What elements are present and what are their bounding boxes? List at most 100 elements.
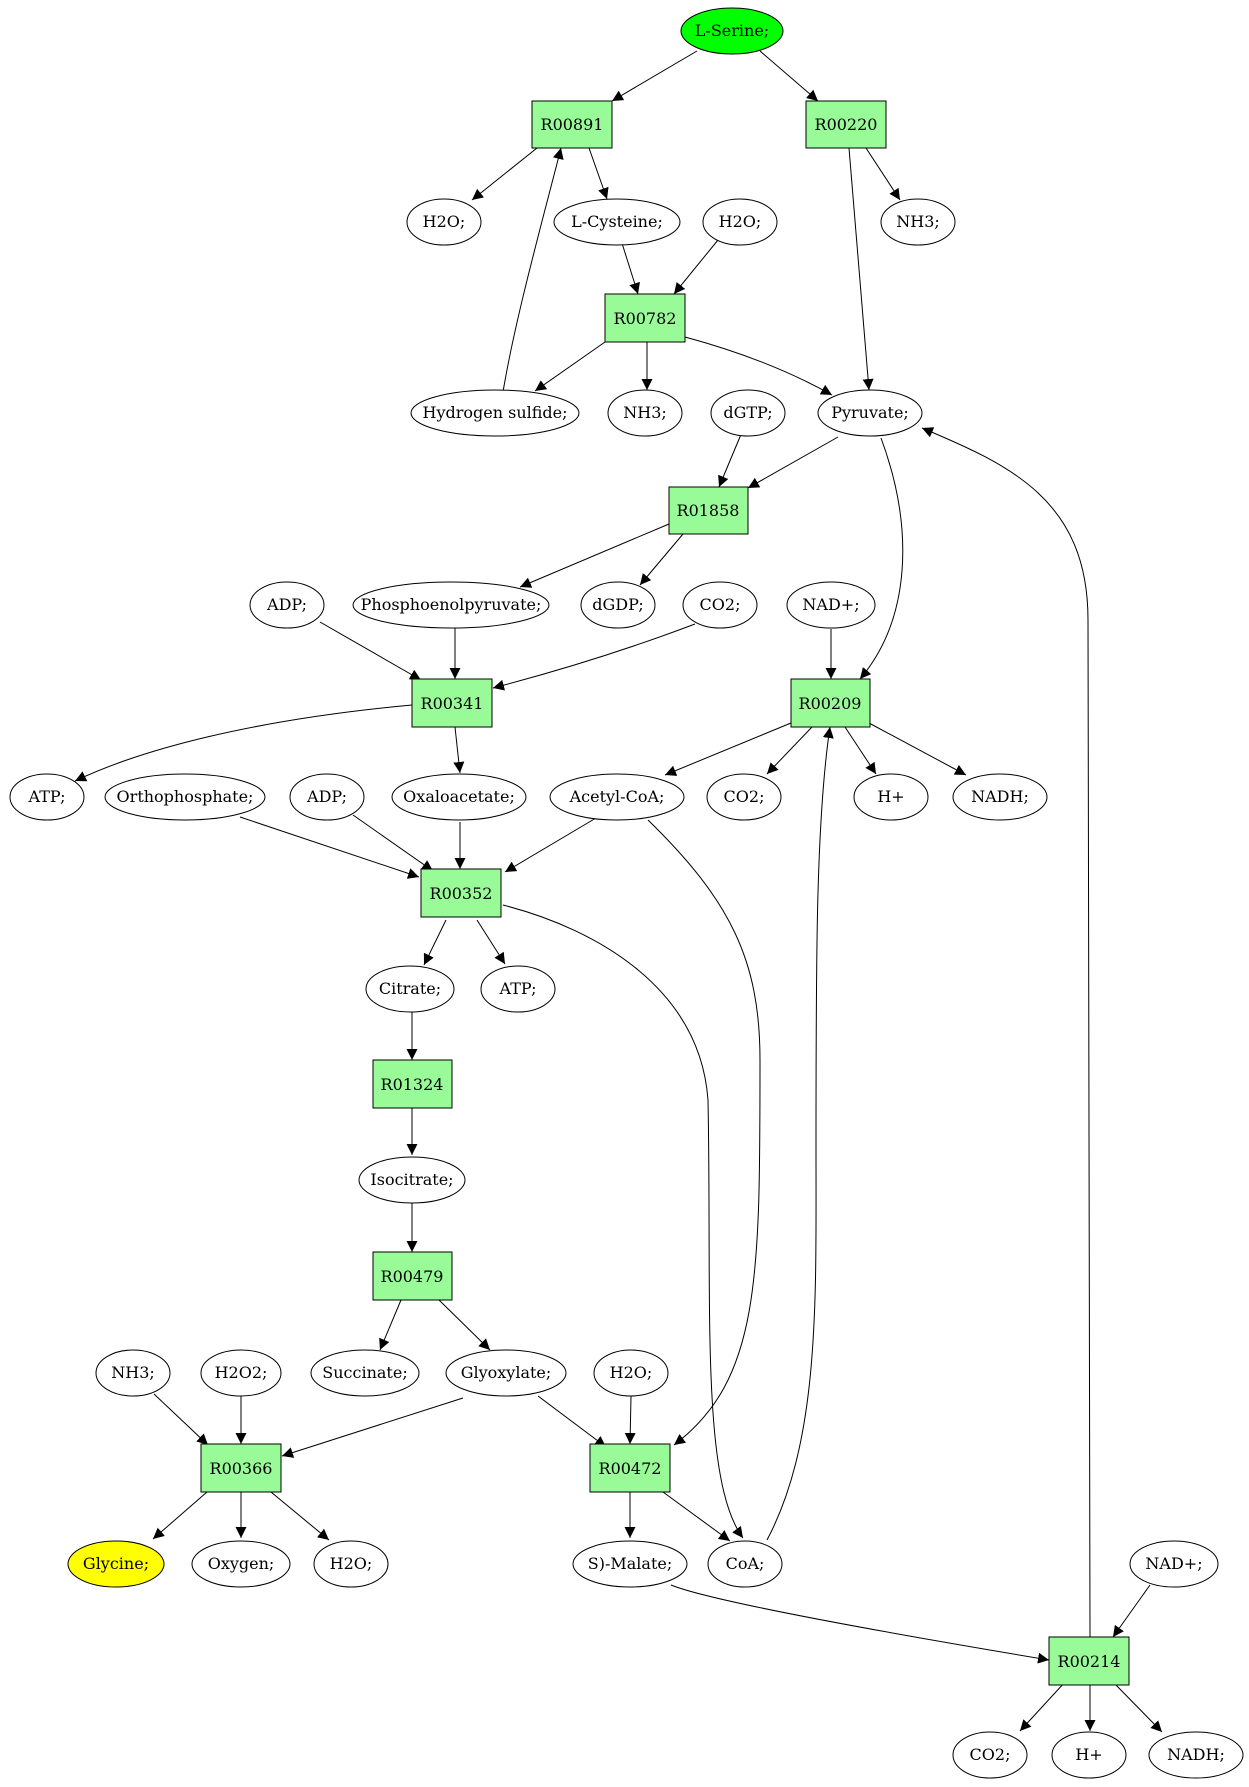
- metabolite-orthophosphate[interactable]: Orthophosphate;: [104, 773, 266, 821]
- reaction-r01858[interactable]: R01858: [668, 486, 749, 535]
- edge-orthophosphate-r00352: [239, 816, 420, 879]
- reaction-r00209[interactable]: R00209: [790, 678, 871, 728]
- metabolite-adp[interactable]: ADP;: [249, 581, 325, 629]
- metabolite-h2o[interactable]: H2O;: [593, 1349, 669, 1397]
- metabolite-label: Acetyl-CoA;: [569, 787, 665, 806]
- metabolite-dgtp[interactable]: dGTP;: [710, 389, 786, 437]
- metabolite-nh3[interactable]: NH3;: [95, 1349, 171, 1397]
- metabolite-glycine-end[interactable]: Glycine;: [67, 1540, 165, 1588]
- metabolite-cysteine[interactable]: L-Cysteine;: [553, 198, 681, 246]
- metabolite-label: CO2;: [724, 787, 765, 806]
- reaction-r00782[interactable]: R00782: [604, 293, 686, 343]
- metabolite-hydrogen-sulfide[interactable]: Hydrogen sulfide;: [410, 389, 580, 437]
- edge-r00220-pyruvate: [848, 147, 874, 391]
- reaction-r00472[interactable]: R00472: [589, 1443, 671, 1493]
- metabolite-h2o2[interactable]: H2O2;: [200, 1349, 282, 1397]
- metabolite-label: ADP;: [306, 787, 347, 806]
- edge-h2o-r00472: [624, 1395, 636, 1445]
- metabolite-label: Pyruvate;: [831, 403, 909, 422]
- metabolite-atp[interactable]: ATP;: [9, 773, 85, 821]
- edge-cysteine-r00782: [620, 239, 640, 295]
- reaction-r01324[interactable]: R01324: [372, 1059, 453, 1109]
- metabolite-h2o[interactable]: H2O;: [313, 1540, 389, 1588]
- edge-acetylcoa-r00472: [647, 819, 761, 1446]
- edge-serine-r00891: [611, 50, 698, 102]
- reaction-r00366[interactable]: R00366: [200, 1443, 282, 1493]
- metabolite-isocitrate[interactable]: Isocitrate;: [358, 1156, 466, 1204]
- metabolite-label: dGDP;: [592, 595, 643, 614]
- edge-pyruvate-r01858: [747, 436, 839, 489]
- reaction-label: R00366: [210, 1459, 273, 1478]
- metabolite-dgdp[interactable]: dGDP;: [580, 581, 656, 629]
- metabolite-label: L-Serine;: [695, 21, 769, 40]
- metabolite-hplus[interactable]: H+: [853, 773, 929, 821]
- reaction-r00220[interactable]: R00220: [805, 100, 887, 149]
- edge-r01858-dgdp: [639, 533, 684, 586]
- reaction-r00479[interactable]: R00479: [372, 1251, 453, 1301]
- metabolite-h2o[interactable]: H2O;: [702, 198, 778, 246]
- metabolite-phosphoenolpyruvate[interactable]: Phosphoenolpyruvate;: [352, 581, 550, 629]
- metabolite-nh3[interactable]: NH3;: [880, 198, 956, 246]
- edge-r00352-citrate: [423, 919, 447, 966]
- metabolite-label: ATP;: [499, 979, 537, 998]
- metabolite-coa[interactable]: CoA;: [707, 1540, 783, 1588]
- metabolite-label: H2O;: [423, 212, 466, 231]
- metabolite-label: NADH;: [1167, 1745, 1225, 1764]
- metabolite-label: Hydrogen sulfide;: [422, 403, 567, 422]
- edge-h2s-r00891: [502, 147, 564, 393]
- edge-serine-r00220: [759, 50, 819, 102]
- metabolite-h2o[interactable]: H2O;: [406, 198, 482, 246]
- metabolite-pyruvate[interactable]: Pyruvate;: [817, 389, 923, 437]
- metabolite-nad[interactable]: NAD+;: [786, 581, 876, 629]
- metabolite-succinate[interactable]: Succinate;: [310, 1349, 420, 1397]
- metabolite-label: Citrate;: [379, 979, 441, 998]
- metabolite-atp[interactable]: ATP;: [480, 965, 556, 1013]
- reaction-label: R00209: [799, 694, 862, 713]
- edge-nh3-r00366: [153, 1393, 209, 1446]
- metabolite-co2[interactable]: CO2;: [706, 773, 782, 821]
- reaction-r00352[interactable]: R00352: [420, 868, 502, 918]
- reaction-label: R00891: [541, 115, 604, 134]
- metabolite-co2[interactable]: CO2;: [952, 1731, 1028, 1779]
- metabolite-co2[interactable]: CO2;: [682, 581, 758, 629]
- metabolite-nadh[interactable]: NADH;: [952, 773, 1048, 821]
- reaction-r00341[interactable]: R00341: [411, 678, 493, 728]
- edge-r00782-h2s: [534, 341, 606, 392]
- metabolite-label: Oxaloacetate;: [403, 787, 515, 806]
- reaction-r00214[interactable]: R00214: [1048, 1636, 1130, 1686]
- metabolite-malate[interactable]: S)-Malate;: [572, 1540, 688, 1588]
- metabolite-label: ATP;: [28, 787, 66, 806]
- edge-r00891-h2o: [471, 147, 538, 201]
- reaction-label: R00214: [1058, 1652, 1121, 1671]
- metabolite-nh3[interactable]: NH3;: [607, 389, 683, 437]
- reaction-label: R01324: [381, 1075, 444, 1094]
- edge-pyruvate-r00209: [859, 437, 904, 680]
- metabolite-citrate[interactable]: Citrate;: [365, 965, 455, 1013]
- edge-r00366-glycine: [152, 1491, 208, 1540]
- edge-nad-r00214: [1112, 1584, 1151, 1638]
- metabolite-oxygen[interactable]: Oxygen;: [191, 1540, 291, 1588]
- edge-adp-r00352: [352, 814, 434, 872]
- reaction-r00891[interactable]: R00891: [531, 100, 613, 149]
- metabolite-glyoxylate[interactable]: Glyoxylate;: [445, 1349, 567, 1397]
- edge-dgtp-r01858: [718, 431, 743, 488]
- metabolite-acetyl-coa[interactable]: Acetyl-CoA;: [549, 773, 685, 821]
- edge-r00341-atp: [74, 704, 413, 782]
- metabolite-label: dGTP;: [723, 403, 772, 422]
- edge-r00214-co2: [1019, 1681, 1066, 1732]
- metabolite-nadh[interactable]: NADH;: [1148, 1731, 1244, 1779]
- metabolite-label: NAD+;: [1145, 1554, 1202, 1573]
- edge-r00209-acetylcoa: [664, 722, 792, 776]
- metabolite-label: H2O;: [719, 212, 762, 231]
- edge-r00352-atp: [476, 919, 506, 965]
- metabolite-label: S)-Malate;: [588, 1554, 672, 1573]
- metabolite-serine-start[interactable]: L-Serine;: [680, 7, 784, 55]
- edge-co2-r00341: [492, 623, 696, 691]
- edge-r00209-hplus: [844, 726, 877, 775]
- metabolite-adp[interactable]: ADP;: [289, 773, 365, 821]
- metabolite-hplus[interactable]: H+: [1051, 1731, 1127, 1779]
- metabolite-oxaloacetate[interactable]: Oxaloacetate;: [391, 773, 527, 821]
- reaction-label: R00782: [614, 309, 677, 328]
- metabolite-label: H+: [877, 787, 904, 806]
- metabolite-nad[interactable]: NAD+;: [1129, 1540, 1219, 1588]
